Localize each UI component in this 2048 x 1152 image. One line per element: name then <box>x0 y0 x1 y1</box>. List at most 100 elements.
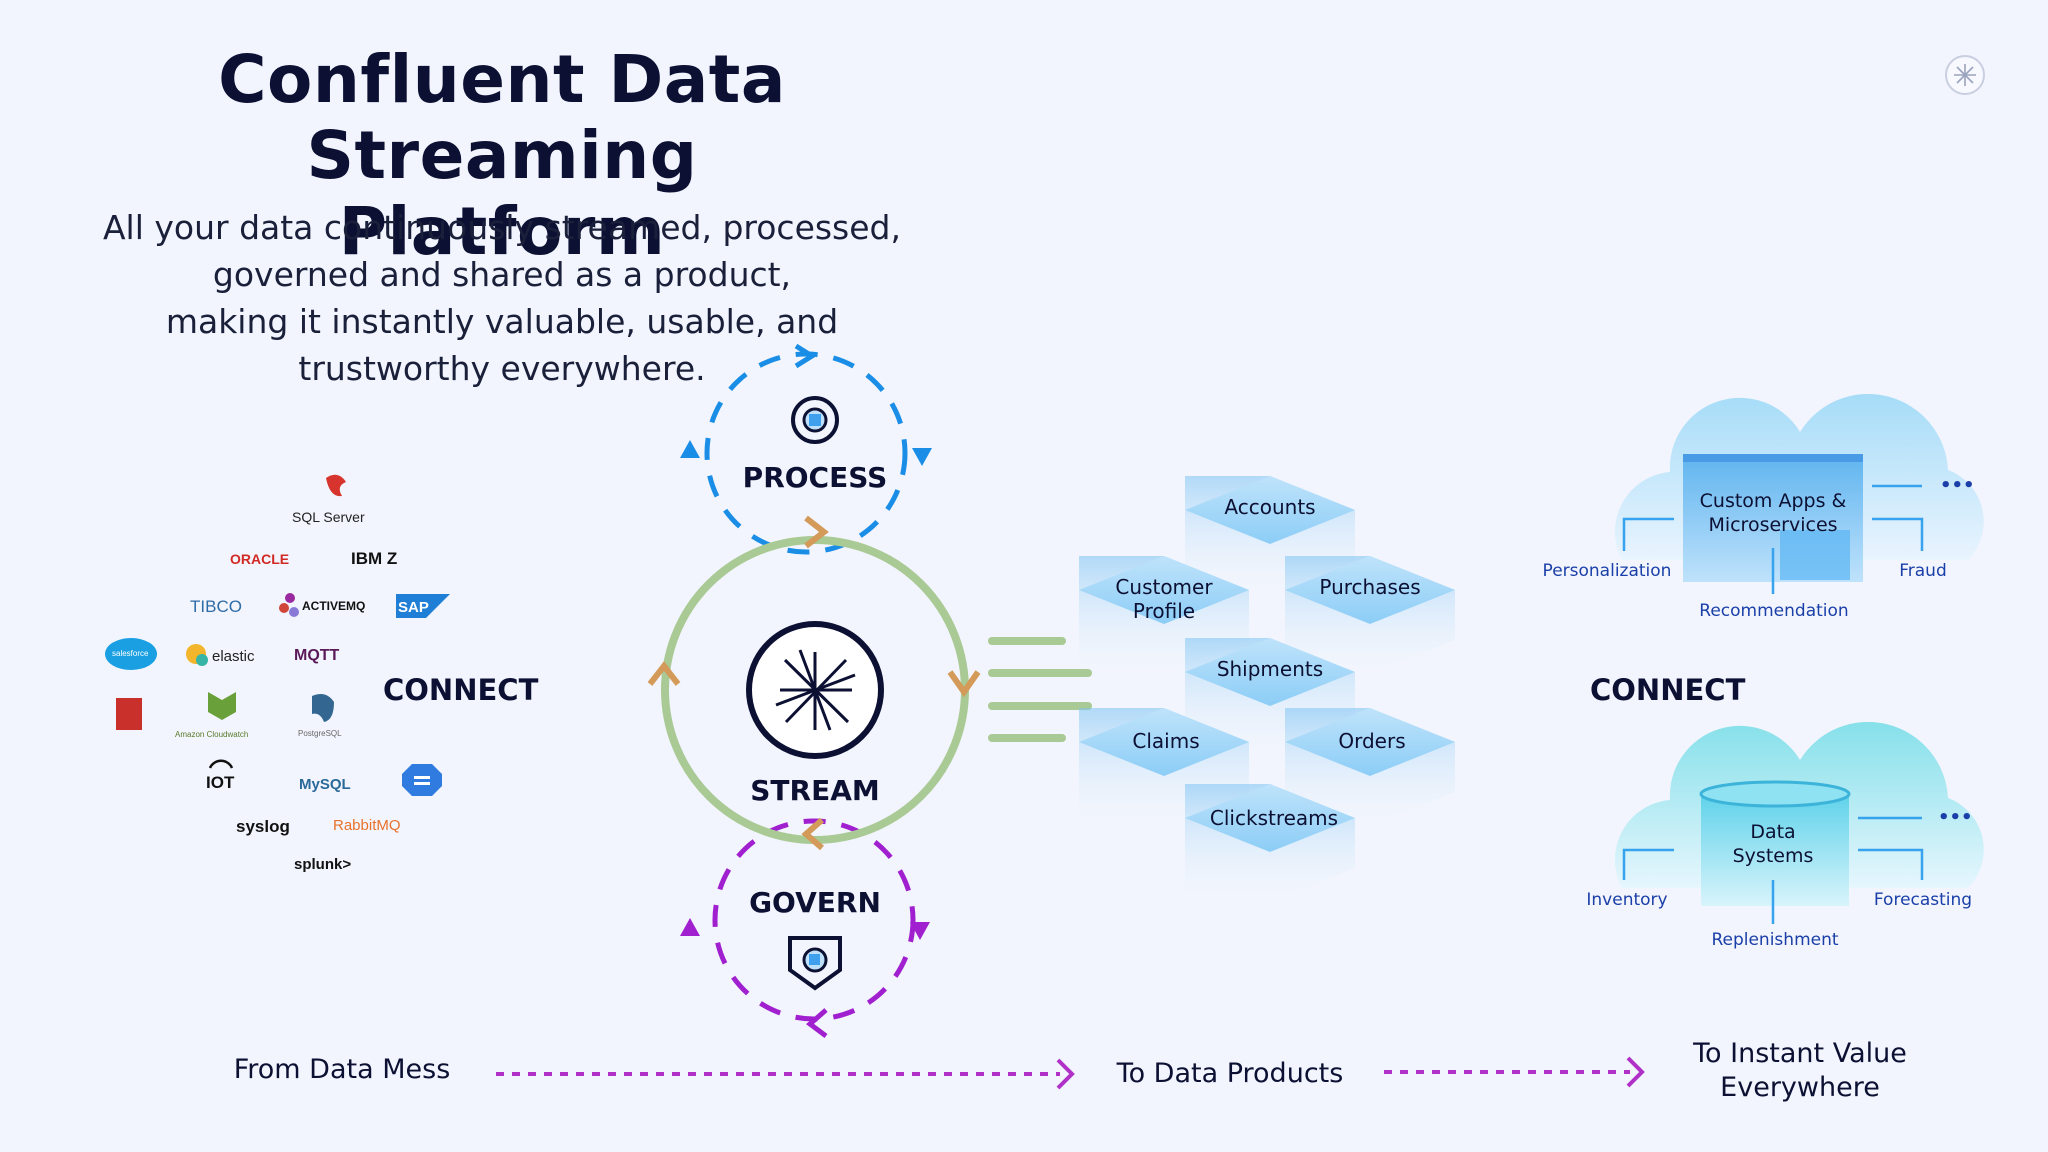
page-title: Confluent Data Streaming Platform <box>60 42 944 270</box>
stream-label: STREAM <box>750 774 880 807</box>
more-icon: ••• <box>1938 807 1973 828</box>
data-product-purchases: Purchases <box>1285 556 1455 674</box>
process-label: PROCESS <box>743 461 888 494</box>
svg-text:elastic: elastic <box>212 648 255 665</box>
apps-cloud-bottom-label: Recommendation <box>1699 601 1848 621</box>
amazon-cloudwatch-logo: Amazon Cloudwatch <box>175 692 248 739</box>
mqtt-logo: MQTT <box>294 647 340 664</box>
subtitle-line: governed and shared as a product, <box>212 255 792 294</box>
wifi-icon <box>208 759 234 769</box>
svg-text:SAP: SAP <box>398 599 429 616</box>
title-line-2: Platform <box>338 193 666 270</box>
svg-text:IOT: IOT <box>206 773 235 792</box>
sap-icon <box>396 594 450 618</box>
splunk-logo: splunk> <box>294 856 351 873</box>
data-product-label: Clickstreams <box>1210 806 1338 830</box>
apps-cloud-left-label: Personalization <box>1543 561 1672 581</box>
title-line-1: Confluent Data Streaming <box>218 41 786 194</box>
sql-server-label: SQL Server <box>292 509 365 525</box>
data-product-orders: Orders <box>1285 708 1455 826</box>
mysql-logo: MySQL <box>299 776 351 793</box>
sql-server-logo: SQL Server <box>292 474 365 525</box>
stream-arrow-bottom <box>801 817 824 851</box>
flow-to-label-line2: Everywhere <box>1720 1072 1880 1103</box>
subtitle: All your data continuously streamed, pro… <box>60 204 944 392</box>
syslog-logo: syslog <box>236 817 290 836</box>
svg-text:salesforce: salesforce <box>112 649 149 658</box>
flow-arrow-1 <box>1056 1058 1075 1090</box>
connect-right-label: CONNECT <box>1590 673 1746 707</box>
activemq-logo: ACTIVEMQ <box>279 593 365 617</box>
left-connect-lines <box>450 636 644 742</box>
data-cloud-left-label: Inventory <box>1586 890 1667 910</box>
apps-cloud-right-label: Fraud <box>1899 561 1947 581</box>
value-flow: From Data Mess To Data Products To Insta… <box>234 1038 1907 1103</box>
stream-arrow-top <box>804 515 829 549</box>
more-icon: ••• <box>1940 475 1975 496</box>
tibco-logo: TIBCO <box>190 597 242 616</box>
data-products: Accounts Customer Purchases Shipments Cl… <box>1079 476 1455 902</box>
data-product-label: Shipments <box>1217 657 1323 681</box>
flow-from-label: From Data Mess <box>234 1054 451 1085</box>
sql-server-icon <box>326 474 346 497</box>
svg-text:Amazon Cloudwatch: Amazon Cloudwatch <box>175 730 248 739</box>
custom-apps-cloud: Custom Apps &Microservices ••• Personali… <box>1543 393 1984 621</box>
flow-middle-label: To Data Products <box>1116 1058 1344 1089</box>
confluent-stream-icon <box>746 621 884 759</box>
stream-cycle: STREAM <box>647 515 981 851</box>
rabbitmq-logo: RabbitMQ <box>333 817 401 834</box>
data-product-label: Claims <box>1132 729 1199 753</box>
connect-left-label: CONNECT <box>383 673 539 707</box>
process-cycle: PROCESS <box>680 343 932 555</box>
process-ring <box>704 351 908 555</box>
data-product-label: Purchases <box>1319 575 1420 599</box>
postgresql-logo: PostgreSQL <box>298 694 342 738</box>
svg-text:ACTIVEMQ: ACTIVEMQ <box>302 599 365 613</box>
source-logos: SQL Server ORACLE IBM Z TIBCO ACTIVEMQ S… <box>105 474 450 873</box>
apps-cloud-title: Custom Apps &Microservices <box>1700 490 1847 536</box>
confluent-logo-icon <box>1945 55 1985 95</box>
data-product-clickstreams: Clickstreams <box>1185 784 1355 902</box>
process-icon <box>791 396 839 444</box>
elastic-logo: elastic <box>186 644 255 666</box>
stream-arrow-left <box>647 661 681 686</box>
salesforce-icon <box>105 638 157 670</box>
gcp-icon <box>402 764 442 796</box>
govern-arrow-bottom <box>806 1008 828 1038</box>
stream-arrow-right <box>947 670 981 698</box>
database-icon <box>1699 780 1851 906</box>
ibm-z-logo: IBM Z <box>351 549 397 568</box>
svg-text:PostgreSQL: PostgreSQL <box>298 729 342 738</box>
govern-arrow-right <box>910 922 930 940</box>
google-cloud-logo <box>402 764 442 796</box>
data-cloud-right-label: Forecasting <box>1874 890 1972 910</box>
salesforce-logo: salesforce <box>105 638 157 670</box>
cloudwatch-icon <box>208 692 236 720</box>
flow-to-label-line1: To Instant Value <box>1692 1038 1907 1069</box>
data-product-label-line2: Profile <box>1133 599 1195 623</box>
flow-arrow-2 <box>1626 1056 1645 1088</box>
subtitle-line: All your data continuously streamed, pro… <box>102 208 901 247</box>
sap-logo: SAP <box>396 594 450 618</box>
subtitle-line: trustworthy everywhere. <box>298 349 706 388</box>
iot-logo: IOT <box>206 759 235 792</box>
data-product-label: Accounts <box>1224 495 1315 519</box>
middle-connect-lines <box>988 637 1092 742</box>
data-product-label: Customer <box>1115 575 1213 599</box>
oracle-logo: ORACLE <box>230 551 289 567</box>
data-product-label: Orders <box>1338 729 1405 753</box>
right-connect-lines <box>1434 637 1624 742</box>
process-arrow-left <box>680 440 700 458</box>
hadoop-store-icon <box>116 698 142 730</box>
data-cloud-bottom-label: Replenishment <box>1711 930 1838 950</box>
activemq-icon <box>285 593 295 603</box>
postgresql-icon <box>312 694 334 722</box>
govern-cycle: GOVERN <box>680 818 930 1038</box>
govern-arrow-left <box>680 918 700 936</box>
govern-label: GOVERN <box>749 886 881 919</box>
govern-icon <box>788 936 842 991</box>
process-arrow-right <box>912 448 932 466</box>
